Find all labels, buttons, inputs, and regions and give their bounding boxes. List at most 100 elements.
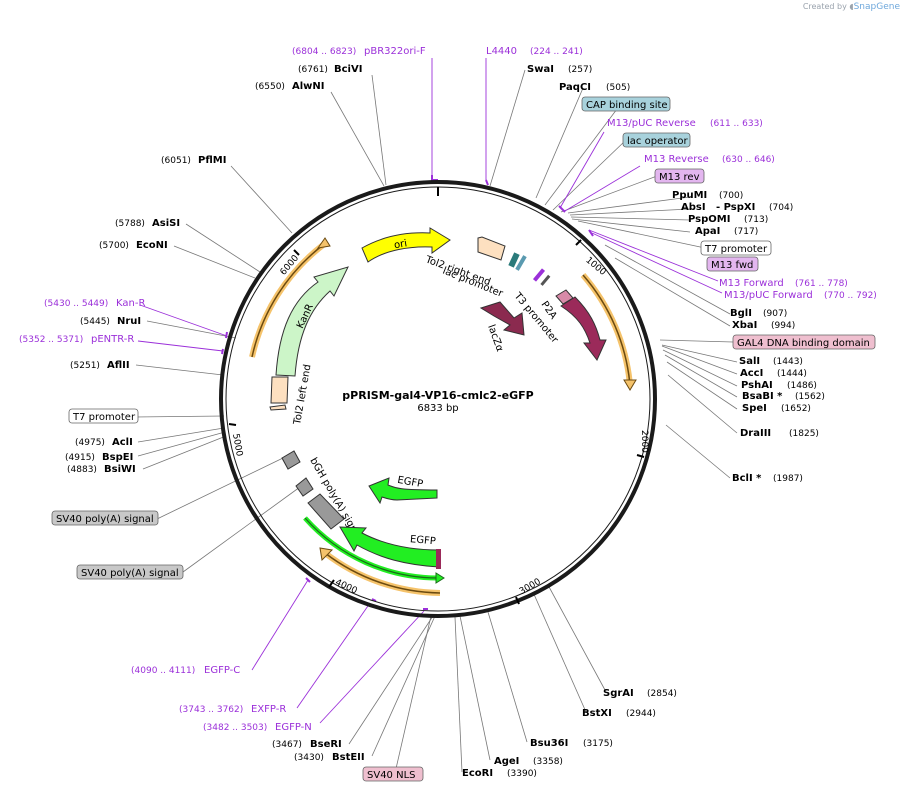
site-pos-alwni: (6550) [255, 82, 285, 92]
feature-ori: ori [361, 227, 451, 263]
primer-leader-lines [137, 58, 723, 724]
site-name-bcivi: BciVI [334, 64, 362, 75]
primer-range-l4440: (224 .. 241) [530, 47, 583, 57]
site-name-pspxi: - PspXI [716, 202, 755, 213]
site-pos-nrui: (5445) [80, 317, 110, 327]
site-pos-asisi: (5788) [115, 219, 145, 229]
site-pos-bsabi: (1562) [795, 392, 825, 402]
feature-gal4-vp16-arrow [560, 296, 607, 361]
site-name-bsteii: BstEII [332, 752, 365, 763]
site-name-pspomi: PspOMI [688, 214, 730, 225]
site-pos-pspxi: (704) [769, 203, 793, 213]
site-name-pflmi: PflMI [198, 155, 226, 166]
watermark-brand: SnapGene [853, 2, 900, 12]
feature-label-lacz-alpha: lacZα [485, 323, 505, 353]
primer-name-m13-forward: M13 Forward [719, 278, 784, 289]
site-name-aflii: AflII [107, 360, 130, 371]
site-name-acli: AclI [112, 437, 133, 448]
tick-label-5000: 5000 [230, 433, 244, 458]
site-pos-bseri: (3467) [272, 740, 302, 750]
plasmid-name: pPRISM-gal4-VP16-cmlc2-eGFP [342, 389, 533, 402]
primer-name-kan-r: Kan-R [116, 298, 145, 309]
tick-marks [228, 239, 645, 605]
primer-range-egfp-n: (3482 .. 3503) [203, 723, 267, 733]
snapgene-watermark: Created by ◖SnapGene [803, 2, 900, 12]
site-name-bsiwi: BsiWI [104, 464, 136, 475]
primer-range-egfp-c: (4090 .. 4111) [131, 666, 195, 676]
primer-range-m13-reverse: (630 .. 646) [722, 155, 775, 165]
snapgene-logo-icon: ◖ [849, 2, 854, 11]
primer-marks [221, 175, 594, 610]
site-pos-draiii: (1825) [789, 429, 819, 439]
site-name-agei: AgeI [494, 756, 519, 767]
site-pos-bsteii: (3430) [294, 753, 324, 763]
primer-range-pentr-r: (5352 .. 5371) [19, 335, 83, 345]
primer-name-l4440: L4440 [486, 46, 517, 57]
site-name-draiii: DraIII [740, 428, 771, 439]
site-pos-apai: (717) [734, 227, 758, 237]
box-m13-fwd: M13 fwd [711, 260, 753, 271]
site-name-bseri: BseRI [310, 739, 342, 750]
box-t7-promoter-left: T7 promoter [72, 412, 136, 423]
box-gal4-dna-binding-domain: GAL4 DNA binding domain [737, 338, 870, 349]
site-pos-ecori: (3390) [507, 769, 537, 779]
box-sv40-polya-1: SV40 poly(A) signal [56, 514, 154, 525]
site-name-acci: AccI [740, 368, 763, 379]
site-pos-pflmi: (6051) [161, 156, 191, 166]
feature-label-ori: ori [393, 238, 408, 251]
box-m13-rev: M13 rev [659, 172, 700, 183]
tick-label-2000: 2000 [639, 430, 649, 453]
site-name-econi: EcoNI [136, 240, 168, 251]
site-name-bspei: BspEI [102, 452, 133, 463]
feature-small-elements [508, 252, 551, 286]
site-pos-sali: (1443) [773, 357, 803, 367]
feature-egfp-1: EGFP [368, 475, 438, 505]
feature-sv40-polya-boxes [281, 450, 314, 497]
primer-name-m13-reverse: M13 Reverse [644, 154, 709, 165]
site-pos-pspomi: (713) [744, 215, 768, 225]
primer-range-kan-r: (5430 .. 5449) [44, 299, 108, 309]
site-name-sali: SalI [739, 356, 760, 367]
site-pos-pshai: (1486) [787, 381, 817, 391]
orf-arcs [249, 237, 637, 596]
site-name-apai: ApaI [695, 226, 720, 237]
sites-right: SwaI (257) PaqCI (505) PpuMI (700) AbsI … [462, 64, 825, 779]
site-pos-swai: (257) [568, 65, 592, 75]
site-pos-acci: (1444) [777, 369, 807, 379]
primer-labels: (6804 .. 6823) pBR322ori-F L4440 (224 ..… [19, 46, 877, 733]
site-name-pshai: PshAI [741, 380, 773, 391]
sites-left: (6761) BciVI (6550) AlwNI (6051) PflMI (… [65, 64, 365, 763]
site-name-swai: SwaI [527, 64, 554, 75]
plasmid-length: 6833 bp [417, 403, 458, 414]
site-pos-sgrai: (2854) [647, 689, 677, 699]
site-pos-bsu36i: (3175) [583, 739, 613, 749]
primer-range-m13-puc-forward: (770 .. 792) [824, 291, 877, 301]
site-name-bstxi: BstXI [582, 708, 612, 719]
primer-name-egfp-n: EGFP-N [275, 722, 312, 733]
box-t7-promoter-right: T7 promoter [704, 244, 768, 255]
site-name-absi: AbsI [681, 202, 706, 213]
site-name-ecori: EcoRI [462, 768, 493, 779]
site-pos-econi: (5700) [99, 241, 129, 251]
site-pos-ppumi: (700) [719, 191, 743, 201]
feature-label-egfp-2: EGFP [410, 534, 437, 547]
boxed-feature-labels: CAP binding site lac operator M13 rev T7… [51, 96, 876, 782]
primer-name-pentr-r: pENTR-R [91, 334, 134, 345]
plasmid-backbone [219, 180, 657, 618]
site-name-paqci: PaqCI [559, 82, 591, 93]
feature-egfp-2: EGFP [339, 526, 441, 569]
box-sv40-polya-2: SV40 poly(A) signal [81, 568, 179, 579]
primer-name-egfp-c: EGFP-C [204, 665, 240, 676]
box-cap-binding-site: CAP binding site [586, 100, 668, 111]
site-name-xbai: XbaI [732, 320, 757, 331]
site-name-asisi: AsiSI [152, 218, 180, 229]
site-pos-paqci: (505) [606, 83, 630, 93]
site-pos-bspei: (4915) [65, 453, 95, 463]
site-pos-xbai: (994) [771, 321, 795, 331]
site-name-ppumi: PpuMI [672, 190, 707, 201]
site-name-sgrai: SgrAI [603, 688, 634, 699]
site-pos-bstxi: (2944) [626, 709, 656, 719]
box-lac-operator: lac operator [627, 136, 688, 147]
site-pos-bgli: (907) [763, 309, 787, 319]
